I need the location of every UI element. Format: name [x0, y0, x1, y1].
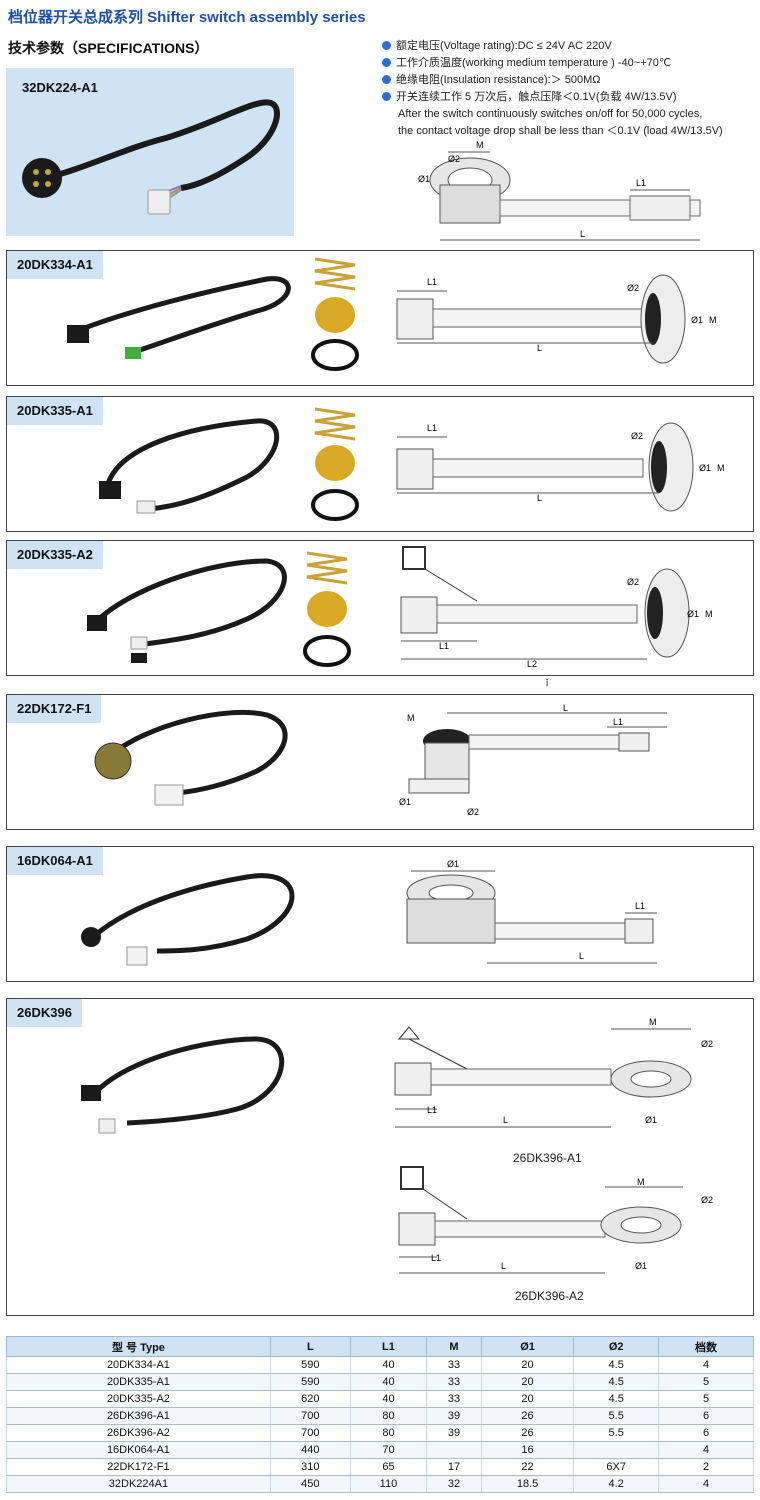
svg-text:Ø2: Ø2 [701, 1039, 713, 1049]
spec-durability-en-2: the contact voltage drop shall be less t… [398, 125, 723, 137]
dim-label: M [476, 140, 484, 150]
stray-mark: ǐ [546, 678, 549, 689]
svg-text:Ø1: Ø1 [399, 797, 411, 807]
product-section-22dk172: M L L1 Ø1 Ø2 22DK172-F1 [6, 694, 754, 830]
bullet-icon [382, 41, 391, 50]
svg-text:Ø2: Ø2 [627, 577, 639, 587]
svg-text:L: L [579, 951, 584, 961]
header-m: M [426, 1336, 482, 1357]
diagram-26dk396-a1: M Ø2 L1 L Ø1 [394, 1017, 713, 1128]
specifications-heading: 技术参数（SPECIFICATIONS） [8, 40, 209, 56]
svg-text:Ø1: Ø1 [687, 609, 699, 619]
wire-harness-image [22, 99, 280, 215]
bullet-icon [382, 75, 391, 84]
spring-image [314, 257, 356, 291]
svg-text:Ø1: Ø1 [699, 463, 711, 473]
svg-text:Ø2: Ø2 [448, 154, 460, 164]
product-label-32dk224: 32DK224-A1 [22, 80, 98, 95]
svg-text:Ø2: Ø2 [627, 283, 639, 293]
product-section-20dk334: L1 L Ø2 Ø1 M 20DK334-A1 [6, 250, 754, 386]
svg-text:L1: L1 [427, 423, 437, 433]
product-section-16dk064: Ø1 L1 L 16DK064-A1 [6, 846, 754, 982]
svg-text:M: M [705, 609, 713, 619]
svg-text:M: M [709, 315, 717, 325]
svg-text:Ø1: Ø1 [447, 859, 459, 869]
product-label-22dk172: 22DK172-F1 [7, 695, 102, 723]
spec-insulation: 绝缘电阻(Insulation resistance):＞ 500MΩ [382, 72, 754, 89]
svg-text:L1: L1 [431, 1253, 441, 1263]
product-label-20dk335-a1: 20DK335-A1 [7, 397, 103, 425]
diagram-26dk396-a2: M Ø2 L1 L Ø1 [398, 1166, 713, 1274]
spec-voltage: 额定电压(Voltage rating):DC ≤ 24V AC 220V [382, 38, 754, 55]
caption-26dk396-a1: 26DK396-A1 [513, 1151, 582, 1165]
table-header-row: 型 号 Type L L1 M Ø1 Ø2 档数 [6, 1336, 754, 1357]
page-title: 档位器开关总成系列 Shifter switch assembly series [8, 9, 366, 26]
svg-text:L1: L1 [613, 717, 623, 727]
svg-text:L: L [580, 229, 585, 239]
header-d1: Ø1 [480, 1336, 575, 1357]
svg-text:Ø1: Ø1 [691, 315, 703, 325]
svg-text:L: L [537, 493, 542, 503]
caption-26dk396-a2: 26DK396-A2 [515, 1289, 584, 1303]
svg-text:L: L [503, 1115, 508, 1125]
svg-text:L1: L1 [427, 1105, 437, 1115]
product-section-26dk396: M Ø2 L1 L Ø1 M Ø2 L1 L Ø1 26DK396 26DK39… [6, 998, 754, 1316]
header-l: L [269, 1336, 351, 1357]
svg-text:L1: L1 [636, 178, 646, 188]
svg-text:Ø1: Ø1 [418, 174, 430, 184]
svg-text:L: L [501, 1261, 506, 1271]
product-section-20dk335-a1: L1 L Ø2 Ø1 M 20DK335-A1 [6, 396, 754, 532]
svg-text:M: M [717, 463, 725, 473]
spec-durability-en-1: After the switch continuously switches o… [398, 108, 703, 120]
svg-text:Ø2: Ø2 [631, 431, 643, 441]
svg-text:L1: L1 [427, 277, 437, 287]
dimension-diagram-32dk224: M Ø2 Ø1 L1 L [380, 140, 752, 248]
svg-text:L: L [537, 343, 542, 353]
product-label-20dk335-a2: 20DK335-A2 [7, 541, 103, 569]
spec-durability: 开关连续工作 5 万次后，触点压降＜0.1V(负载 4W/13.5V) [382, 89, 754, 106]
svg-text:Ø1: Ø1 [635, 1261, 647, 1271]
header-type: 型 号 Type [6, 1336, 271, 1357]
bullet-icon [382, 58, 391, 67]
product-section-20dk335-a2: L1 L2 Ø2 Ø1 M 20DK335-A2 [6, 540, 754, 676]
specifications-list: 额定电压(Voltage rating):DC ≤ 24V AC 220V 工作… [382, 38, 754, 140]
header-l1: L1 [349, 1336, 428, 1357]
svg-text:L: L [563, 703, 568, 713]
svg-text:M: M [649, 1017, 657, 1027]
svg-text:Ø1: Ø1 [645, 1115, 657, 1125]
product-label-16dk064: 16DK064-A1 [7, 847, 103, 875]
product-label-26dk396: 26DK396 [7, 999, 82, 1027]
svg-text:M: M [637, 1177, 645, 1187]
product-label-20dk334: 20DK334-A1 [7, 251, 103, 279]
svg-text:L2: L2 [527, 659, 537, 669]
spec-temperature: 工作介质温度(working medium temperature ) -40~… [382, 55, 754, 72]
svg-text:Ø2: Ø2 [701, 1195, 713, 1205]
header-positions: 档数 [658, 1336, 754, 1357]
svg-text:Ø2: Ø2 [467, 807, 479, 817]
header-d2: Ø2 [573, 1336, 660, 1357]
svg-text:L1: L1 [635, 901, 645, 911]
bullet-icon [382, 92, 391, 101]
svg-text:L1: L1 [439, 641, 449, 651]
product-photo-32dk224: 32DK224-A1 [6, 68, 294, 236]
svg-text:M: M [407, 713, 415, 723]
